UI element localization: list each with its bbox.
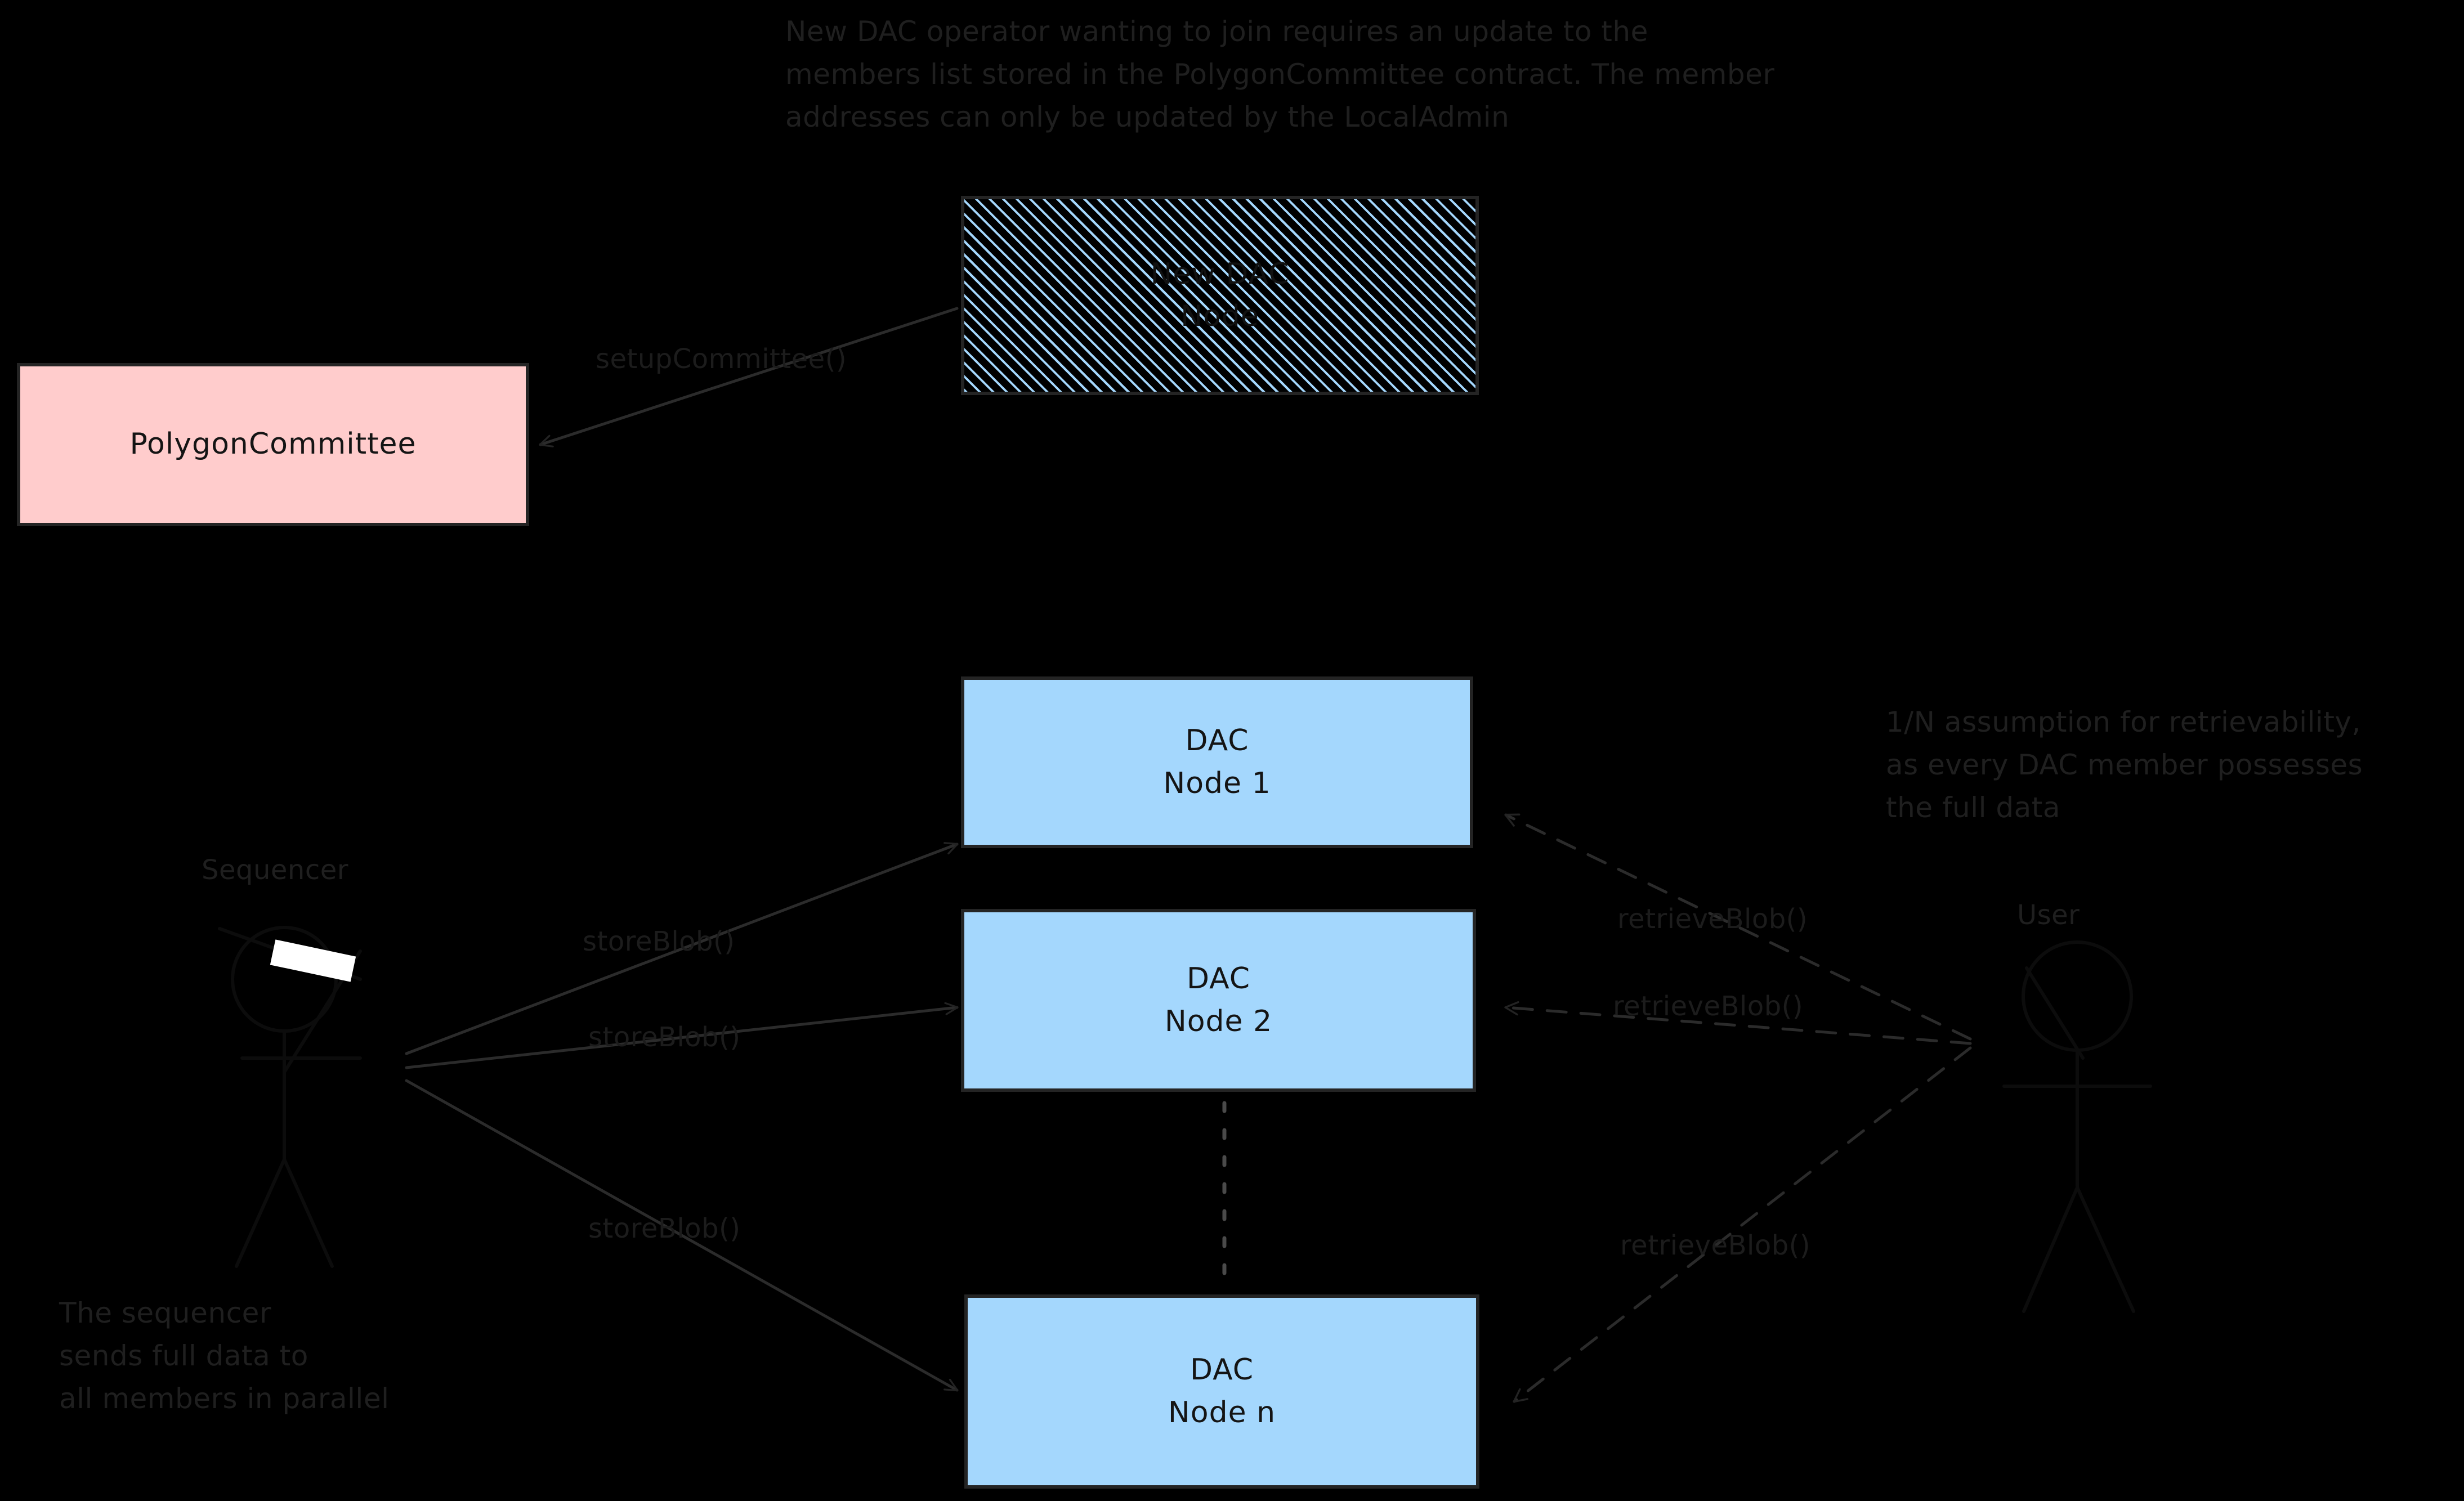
- edge-label-store-blob-1: storeBlob(): [583, 926, 735, 957]
- node-dac-node-n-line2: Node n: [1168, 1395, 1276, 1430]
- node-dac-node-n[interactable]: DAC Node n: [964, 1294, 1479, 1489]
- edge-label-store-blob-n: storeBlob(): [588, 1213, 741, 1244]
- node-polygon-committee-line1: PolygonCommittee: [129, 427, 417, 461]
- edge-setup-committee: [539, 307, 959, 447]
- actor-label-sequencer: Sequencer: [202, 854, 348, 886]
- sequencer-highlight-chip: [270, 939, 356, 982]
- node-dac-node-1-line2: Node 1: [1163, 766, 1271, 800]
- annotation-bottom-left-note: The sequencer sends full data to all mem…: [59, 1297, 390, 1415]
- edge-label-retrieve-blob-n: retrieveBlob(): [1620, 1230, 1811, 1261]
- user-figure: [2002, 940, 2152, 1313]
- node-new-dac-node[interactable]: New DAC Node: [961, 196, 1479, 395]
- node-polygon-committee[interactable]: PolygonCommittee: [17, 363, 529, 526]
- node-new-dac-node-line1: New DAC: [1150, 257, 1290, 291]
- actor-label-user: User: [2017, 899, 2080, 931]
- node-dac-node-2[interactable]: DAC Node 2: [961, 909, 1476, 1092]
- node-dac-node-1[interactable]: DAC Node 1: [961, 676, 1473, 848]
- annotation-top-note: New DAC operator wanting to join require…: [785, 15, 1775, 133]
- node-new-dac-node-line2: Node: [1180, 299, 1259, 333]
- annotation-right-note: 1/N assumption for retrievability, as ev…: [1886, 706, 2363, 824]
- node-dac-node-1-line1: DAC: [1185, 724, 1249, 758]
- edge-retrieve-blob-n: [1513, 1046, 1972, 1403]
- edge-label-store-blob-2: storeBlob(): [588, 1021, 741, 1053]
- node-dac-node-2-line1: DAC: [1186, 962, 1251, 996]
- edge-label-retrieve-blob-1: retrieveBlob(): [1617, 903, 1808, 935]
- node-dac-node-2-line2: Node 2: [1164, 1004, 1273, 1038]
- edge-label-retrieve-blob-2: retrieveBlob(): [1613, 991, 1804, 1022]
- node-dac-node-n-line1: DAC: [1189, 1353, 1254, 1387]
- edge-label-setup-committee: setupCommittee(): [596, 343, 847, 375]
